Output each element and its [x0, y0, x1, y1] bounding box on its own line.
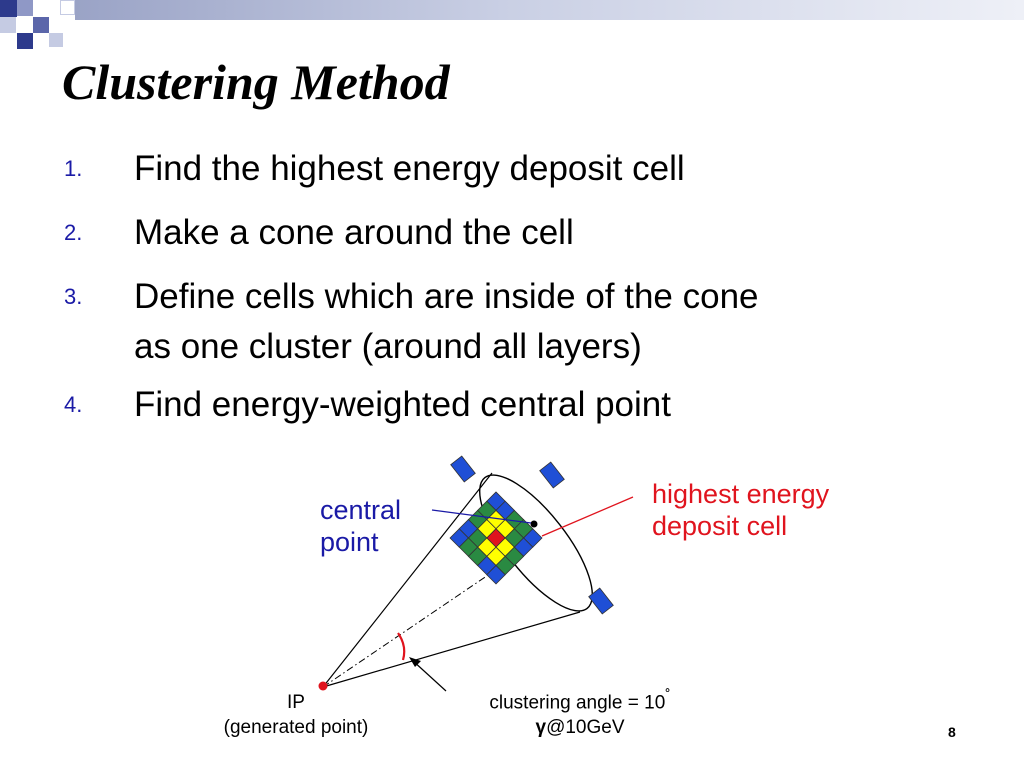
- step-text: Define cells which are inside of the con…: [134, 266, 759, 372]
- particle-energy: @10GeV: [546, 717, 625, 739]
- step-text-line: Define cells which are inside of the con…: [134, 277, 759, 316]
- cell-blue-isolated: [450, 455, 476, 483]
- highest-cell-label-line: deposit cell: [652, 511, 788, 541]
- angle-arc: [397, 632, 406, 661]
- angle-label: clustering angle = 10˚ γ@10GeV: [440, 684, 720, 740]
- step-text: Find energy-weighted central point: [134, 385, 671, 424]
- highest-cell-pointer: [541, 496, 634, 537]
- slide-title: Clustering Method: [62, 54, 450, 110]
- corner-square-4: [33, 17, 49, 33]
- central-point-pointer: [431, 509, 532, 524]
- highest-cell-label-line: highest energy: [652, 479, 830, 509]
- particle-symbol: γ: [535, 717, 547, 739]
- angle-arrow-shaft: [411, 659, 447, 692]
- angle-label-line: clustering angle = 10˚: [440, 684, 720, 715]
- central-point-label-line: point: [320, 527, 379, 557]
- ip-label: IP (generated point): [196, 690, 396, 740]
- cell-blue-isolated: [588, 587, 614, 615]
- central-point-label: central point: [320, 494, 401, 558]
- cell-grid: [449, 491, 543, 585]
- corner-square-2: [17, 0, 33, 16]
- step-number: 3.: [64, 284, 83, 309]
- ip-dot: [318, 681, 328, 691]
- corner-square-5: [17, 33, 33, 49]
- corner-square-6: [49, 33, 63, 47]
- step-item: 2. Make a cone around the cell: [64, 202, 984, 264]
- degree-symbol: ˚: [665, 688, 671, 705]
- cell-blue: [486, 564, 506, 585]
- page-number: 8: [948, 724, 956, 740]
- ip-label-sub: (generated point): [223, 717, 369, 738]
- central-point-label-line: central: [320, 495, 402, 525]
- header-gradient-bar: [75, 0, 1024, 20]
- cell-blue-isolated: [539, 461, 565, 489]
- step-list: 1. Find the highest energy deposit cell …: [64, 138, 984, 438]
- corner-square-7: [60, 0, 75, 15]
- step-number: 4.: [64, 392, 83, 417]
- particle-energy-line: γ@10GeV: [440, 715, 720, 740]
- angle-label-text: clustering angle = 10: [489, 692, 666, 714]
- step-text: Find the highest energy deposit cell: [134, 149, 685, 188]
- corner-square-3: [0, 17, 16, 33]
- cone-side-lower: [322, 611, 581, 688]
- angle-arrow-head: [409, 657, 421, 667]
- step-item: 1. Find the highest energy deposit cell: [64, 138, 984, 200]
- step-text-line: as one cluster (around all layers): [134, 327, 642, 366]
- step-number: 2.: [64, 220, 83, 245]
- highest-cell-label: highest energy deposit cell: [652, 478, 829, 542]
- ip-label-line: IP: [287, 692, 305, 713]
- step-number: 1.: [64, 156, 83, 181]
- central-point-dot: [530, 520, 538, 528]
- step-item: 4. Find energy-weighted central point: [64, 374, 984, 436]
- corner-square-1: [0, 0, 17, 17]
- cone-side-upper: [322, 472, 493, 688]
- step-text: Make a cone around the cell: [134, 213, 574, 252]
- step-item: 3. Define cells which are inside of the …: [64, 266, 984, 372]
